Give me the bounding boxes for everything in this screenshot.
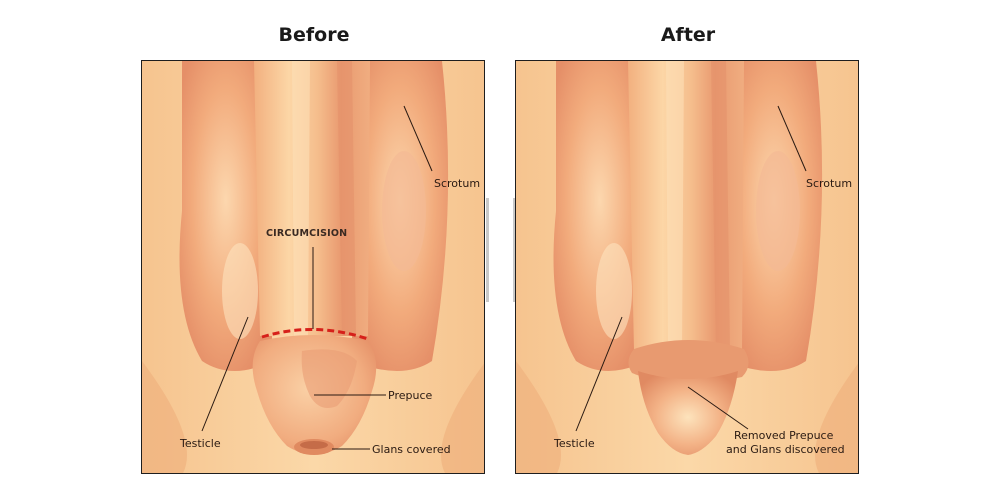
scrotum-leader	[777, 105, 807, 172]
left-thigh-shadow	[516, 361, 561, 473]
panel-divider	[486, 198, 516, 302]
after-illustration: Scrotum Testicle Removed Prepuce and Gla…	[516, 61, 858, 473]
prepuce-label: Prepuce	[388, 389, 432, 402]
circumcision-cut-line	[261, 327, 369, 341]
scrotum-label: Scrotum	[434, 177, 480, 190]
removed-prepuce-label-line2: and Glans discovered	[726, 443, 845, 456]
right-thigh-shadow	[815, 363, 858, 473]
glans-covered-label: Glans covered	[372, 443, 451, 456]
testicle-leader	[201, 316, 249, 432]
shaft-shadow	[337, 61, 356, 336]
glans-tip	[300, 441, 328, 449]
shaft-shadow	[711, 61, 730, 351]
scrotum-label: Scrotum	[806, 177, 852, 190]
corona-ridge	[628, 340, 749, 382]
after-title: After	[660, 24, 716, 46]
circumcision-label: CIRCUMCISION	[266, 228, 347, 239]
removed-prepuce-label-line1: Removed Prepuce	[734, 429, 834, 442]
prepuce-shading	[301, 349, 357, 409]
right-thigh-shadow	[441, 363, 484, 473]
exposed-glans	[638, 371, 738, 455]
left-testicle-highlight	[222, 243, 258, 339]
shaft-highlight	[292, 61, 310, 336]
removed-prepuce-leader	[687, 386, 749, 430]
left-thigh-shadow	[142, 361, 187, 473]
scrotum-leader	[403, 105, 433, 172]
before-panel: Scrotum CIRCUMCISION Prepuce Testicle Gl…	[141, 60, 485, 474]
left-testicle-highlight	[596, 243, 632, 339]
testicle-label: Testicle	[553, 437, 595, 450]
right-testicle-highlight	[756, 151, 800, 271]
before-illustration: Scrotum CIRCUMCISION Prepuce Testicle Gl…	[142, 61, 484, 473]
testicle-leader	[575, 316, 623, 432]
testicle-label: Testicle	[179, 437, 221, 450]
shaft-highlight	[666, 61, 684, 351]
after-panel: Scrotum Testicle Removed Prepuce and Gla…	[515, 60, 859, 474]
before-title: Before	[278, 24, 350, 46]
right-testicle-highlight	[382, 151, 426, 271]
